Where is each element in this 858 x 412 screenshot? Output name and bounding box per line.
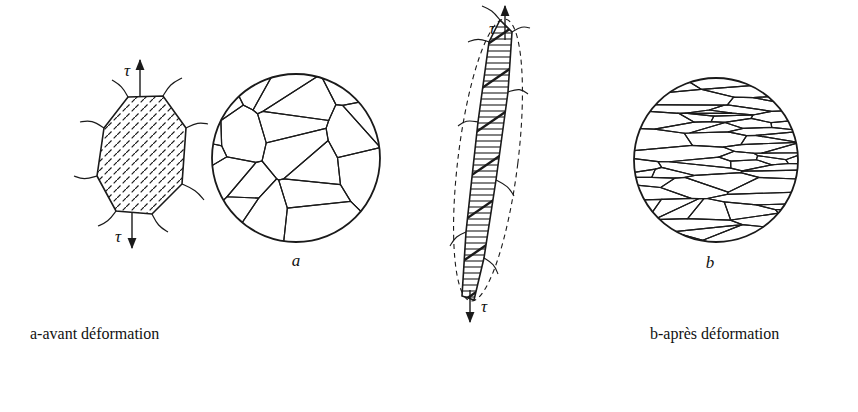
slip-band [450,255,530,310]
caption: b-après déformation [650,326,779,342]
neighbour-boundary [74,176,97,179]
grain-boundary [284,141,341,185]
grain-boundary [618,89,734,105]
grain-boundary [218,179,288,259]
micrograph-circle [634,78,798,242]
grain-boundary [618,104,725,113]
neighbour-boundary [152,214,168,232]
caption: a-avant déformation [30,326,159,342]
grain-boundary [221,105,266,162]
neighbour-boundary [182,184,204,200]
neighbour-boundary [80,121,104,128]
stress-arrow [131,212,132,248]
neighbour-boundary [112,80,128,97]
neighbour-boundary [508,90,528,94]
grain-boundary [195,157,256,228]
shear-stress-symbol: τ [489,20,495,37]
slip-band [450,15,530,70]
grain-boundary [730,213,791,229]
grain-before [97,96,186,214]
stress-arrow [139,60,140,96]
neighbour-boundary [450,232,466,246]
slip-band [450,55,530,110]
neighbour-boundary [186,123,208,128]
grain-boundary [618,177,675,187]
neighbour-boundary [163,78,182,96]
grain-boundary [618,128,693,152]
grain-boundary [688,199,731,221]
shear-stress-symbol: τ [124,62,130,79]
grain-boundary [337,148,396,247]
neighbour-boundary [484,258,498,274]
grain-boundary [786,152,815,164]
slip-band [450,135,530,190]
neighbour-boundary [482,6,500,20]
grain-boundary [618,183,692,200]
grain-boundary [618,228,719,247]
grain-boundary [753,94,814,109]
grain-boundary [618,62,686,81]
stress-arrow [469,290,470,322]
neighbour-boundary [512,27,530,32]
slip-band [450,95,530,150]
original-outline [441,15,535,304]
grain-boundary [655,122,725,134]
shear-stress-symbol: τ [115,228,121,245]
grain-boundary [685,173,759,193]
neighbour-boundary [468,39,489,42]
grain-boundary [756,156,788,165]
grain-boundary [618,199,662,223]
grain-boundary [220,57,283,110]
grain-boundary [741,170,815,180]
grain-boundary [782,214,815,232]
neighbour-boundary [98,211,116,226]
micrograph-circle [212,74,380,242]
grain-boundary [708,232,815,259]
grain-boundary [672,225,742,241]
grain-boundary [741,135,798,144]
figure-letter: b [706,254,715,271]
grain-boundary [669,157,731,168]
grain-boundary [654,199,704,220]
grain-boundary [618,78,702,97]
grain-boundary [253,57,320,114]
grain-boundary [690,123,743,133]
neighbour-boundary [496,180,514,196]
neighbour-boundary [458,121,478,126]
grain-after [462,20,512,300]
grain-boundary [618,219,743,232]
grain-boundary [195,121,221,146]
grain-boundary [725,118,772,128]
grain-boundary [195,57,243,121]
stress-arrow [504,6,505,40]
shear-stress-symbol: τ [481,298,487,315]
figure-letter: a [292,252,301,269]
grain-boundary [263,74,336,120]
